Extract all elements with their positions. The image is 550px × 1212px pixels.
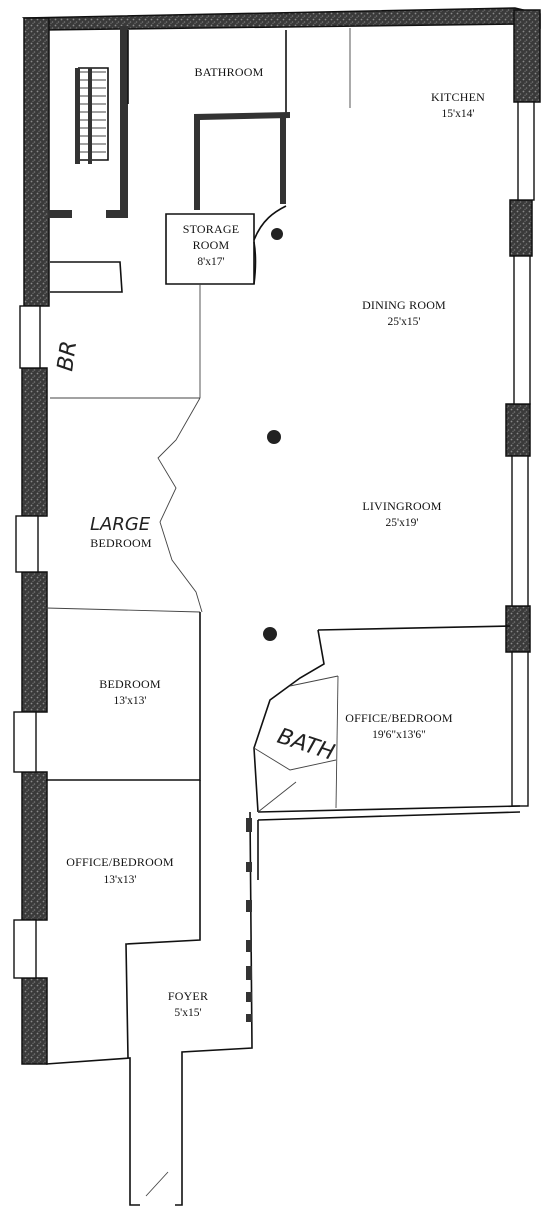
office-left-label: OFFICE/BEDROOM (66, 855, 174, 869)
interior-walls (45, 28, 511, 1059)
right-office-bottom-wall-2 (257, 811, 521, 821)
bedroom-label: BEDROOM (99, 677, 161, 691)
left-wall-5 (21, 977, 48, 1065)
office-right-size: 19'6"x13'6" (372, 729, 426, 741)
left-wall-4 (21, 771, 48, 921)
foyer-size: 5'x15' (174, 1007, 201, 1019)
staircase (75, 67, 109, 164)
living-size: 25'x19' (386, 517, 419, 529)
storage-label-2: ROOM (193, 238, 230, 252)
storage-size: 8'x17' (197, 256, 224, 268)
bottom-wall-left (45, 1057, 140, 1206)
handwritten-br: BR (53, 339, 82, 373)
window-right-3 (511, 455, 529, 607)
top-wall (21, 7, 541, 31)
window-left-3 (13, 711, 37, 773)
window-right-4 (511, 651, 529, 807)
left-wall-3 (21, 571, 48, 713)
window-right-2 (513, 255, 531, 405)
stair-block (48, 26, 128, 293)
left-wall-2 (21, 367, 48, 517)
entry-door-icon (145, 1171, 169, 1197)
right-wall-2 (509, 199, 533, 257)
living-label: LIVINGROOM (362, 499, 441, 513)
window-left-1 (19, 305, 41, 369)
left-wall-top (23, 17, 50, 307)
room-labels: BATHROOM KITCHEN 15'x14' STORAGE ROOM 8'… (66, 65, 485, 1019)
foyer-label: FOYER (168, 989, 208, 1003)
office-left-size: 13'x13' (104, 874, 137, 886)
window-left-2 (15, 515, 39, 573)
column-icon (267, 430, 281, 444)
large-bedroom-label: BEDROOM (90, 536, 152, 550)
handwritten-bath: BATH (274, 724, 337, 766)
right-office-bottom-wall (257, 805, 521, 813)
column-icon (263, 627, 277, 641)
kitchen-label: KITCHEN (431, 90, 485, 104)
exterior-walls (13, 7, 541, 1206)
handwritten-notes: BR LARGE BATH (53, 339, 337, 766)
dining-label: DINING ROOM (362, 298, 446, 312)
bathroom-label: BATHROOM (195, 65, 264, 79)
corridor-markers (246, 818, 252, 1022)
columns (263, 228, 283, 641)
column-icon (271, 228, 283, 240)
right-wall-3 (505, 403, 531, 457)
handwritten-large: LARGE (90, 514, 151, 535)
bedroom-size: 13'x13' (114, 695, 147, 707)
right-wall-4 (505, 605, 531, 653)
window-left-4 (13, 919, 37, 979)
dining-size: 25'x15' (388, 316, 421, 328)
office-right-label: OFFICE/BEDROOM (345, 711, 453, 725)
kitchen-size: 15'x14' (442, 108, 475, 120)
window-right-1 (517, 101, 535, 201)
right-wall-top (513, 9, 541, 103)
storage-label-1: STORAGE (183, 222, 240, 236)
